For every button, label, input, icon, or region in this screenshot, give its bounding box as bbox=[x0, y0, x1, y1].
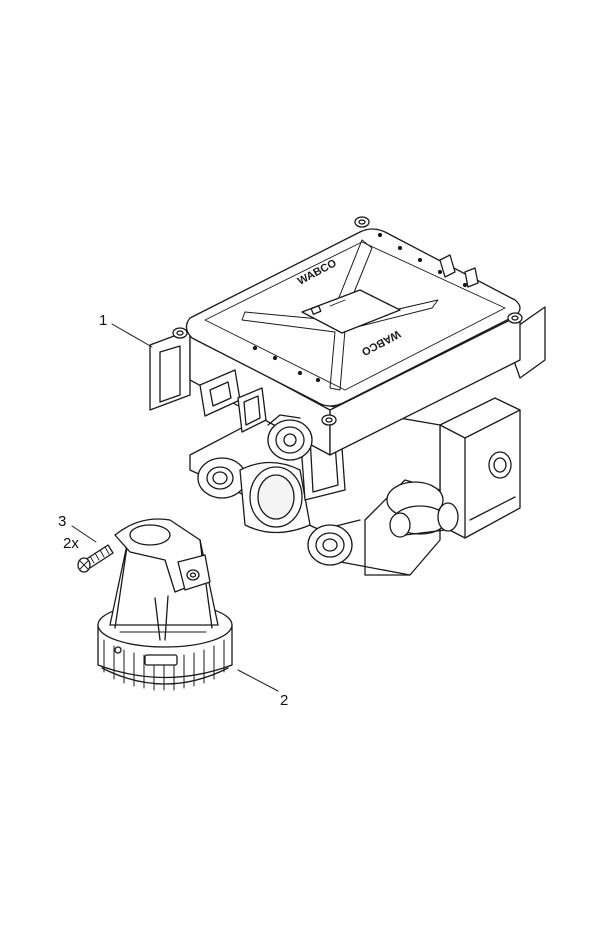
callout-1: 1 bbox=[99, 312, 108, 329]
leader-line-1 bbox=[111, 323, 153, 348]
leader-lines bbox=[71, 323, 279, 692]
leader-line-3 bbox=[71, 525, 97, 543]
part-1-valve-assembly: WABCO WABCO bbox=[149, 216, 546, 576]
leader-line-2 bbox=[237, 669, 279, 692]
callout-2: 2 bbox=[280, 692, 289, 709]
part-3-screw bbox=[77, 544, 114, 573]
callout-3: 3 bbox=[58, 513, 67, 530]
quantity-label: 2x bbox=[63, 535, 79, 552]
part-2-silencer-cap bbox=[97, 518, 233, 691]
